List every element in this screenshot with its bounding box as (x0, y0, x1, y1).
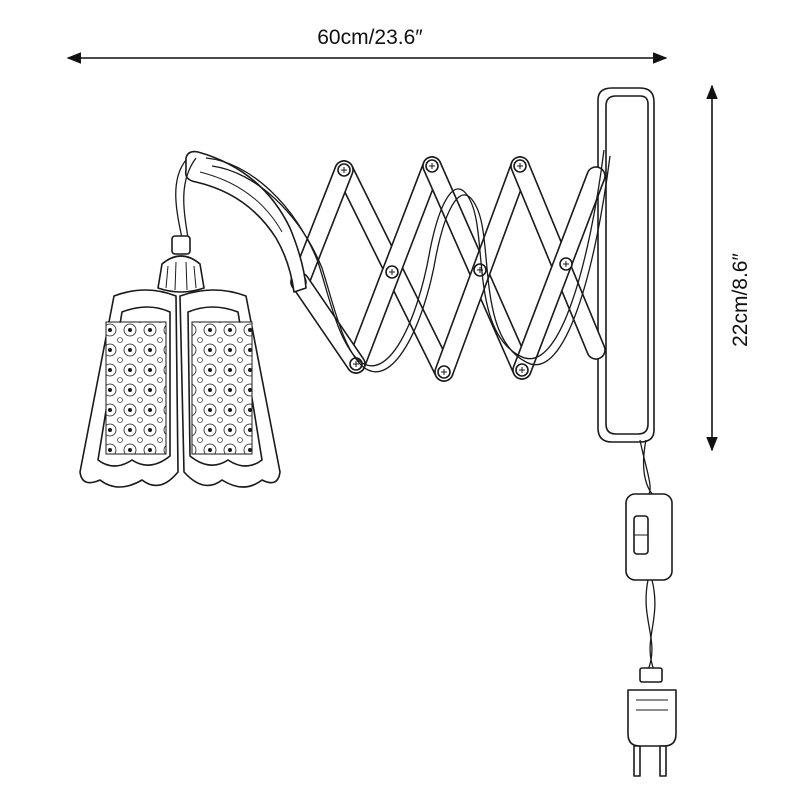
pivot-screw-icon (425, 159, 439, 173)
lantern-shade (79, 289, 281, 488)
pivot-screw-icon (437, 365, 451, 379)
width-label: 60cm/23.6″ (317, 26, 423, 49)
power-cord (175, 149, 656, 671)
pivot-screw-icon (559, 257, 573, 271)
pivot-screw-icon (515, 363, 529, 377)
plug-icon (627, 667, 677, 777)
gooseneck-arm (184, 150, 307, 293)
shade-pattern-right (191, 321, 253, 455)
width-dimension: 60cm/23.6″ (66, 26, 668, 64)
height-label: 22cm/8.6″ (729, 253, 752, 347)
height-dimension: 22cm/8.6″ (706, 84, 752, 452)
scissor-strip (512, 166, 606, 380)
inline-switch-icon (625, 493, 673, 581)
shade-pattern-left (105, 321, 167, 455)
pivot-screw-icon (337, 163, 351, 177)
pivot-screw-icon (385, 265, 399, 279)
wall-mount-plate (597, 87, 655, 443)
pivot-screw-icon (473, 263, 487, 277)
pivot-screw-icon (513, 159, 527, 173)
scissor-arm (290, 156, 606, 382)
lamp-socket (157, 235, 205, 293)
